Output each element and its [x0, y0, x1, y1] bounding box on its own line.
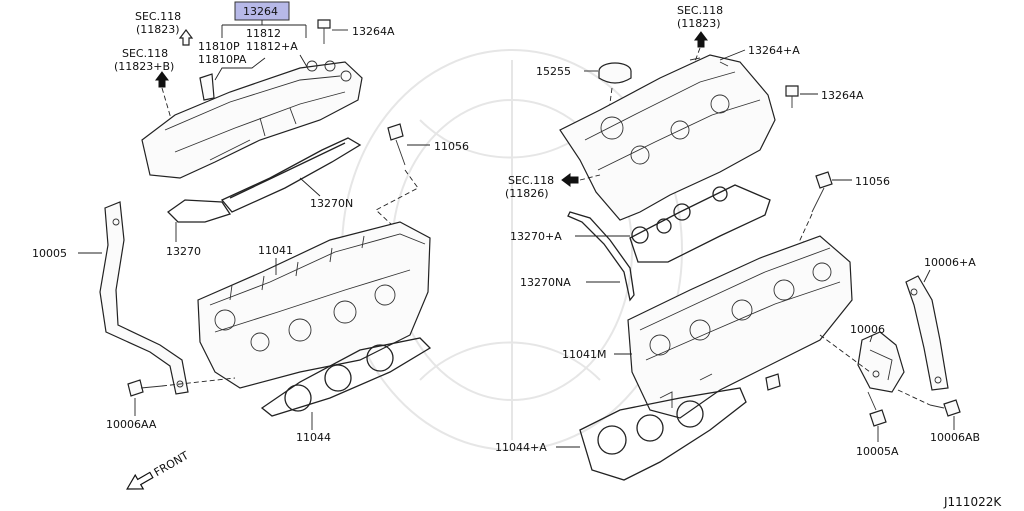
bolt-10005a[interactable] [867, 391, 887, 427]
bolt-10006ab[interactable] [929, 399, 961, 417]
leader-10006pa [923, 269, 931, 283]
label-13270n[interactable]: 13270N [310, 197, 353, 210]
leader-10006 [869, 335, 873, 343]
sec-11823-top-right[interactable]: (11823) [677, 17, 721, 30]
gasket-13270[interactable] [166, 199, 232, 223]
arrow-up-icon [178, 29, 194, 46]
label-15255[interactable]: 15255 [536, 65, 571, 78]
watermark-emblem [341, 49, 683, 451]
label-11056-right[interactable]: 11056 [855, 175, 890, 188]
label-13270[interactable]: 13270 [166, 245, 201, 258]
leader-11826 [579, 174, 601, 181]
label-10005a[interactable]: 10005A [856, 445, 899, 458]
sec-11823-top-left[interactable]: (11823) [136, 23, 180, 36]
leader-10006aa-dash [161, 377, 236, 387]
sec-11826[interactable]: (11826) [505, 187, 549, 200]
part-13264-group[interactable]: 13264 [234, 1, 290, 21]
front-arrow-icon [126, 471, 154, 490]
sec-11823b[interactable]: (11823+B) [114, 60, 174, 73]
gasket-11044pa[interactable] [579, 387, 747, 481]
gasket-11044[interactable] [260, 337, 432, 417]
leader-11823-right [693, 47, 701, 65]
label-10006ab[interactable]: 10006AB [930, 431, 980, 444]
gasket-13270pa[interactable] [629, 184, 771, 263]
label-11041m[interactable]: 11041M [562, 348, 606, 361]
bolt-13264a-right[interactable] [785, 85, 799, 108]
sec-118-top-right[interactable]: SEC.118 [677, 4, 723, 17]
bracket-10005[interactable] [99, 201, 189, 395]
leader-13264 [221, 20, 307, 38]
label-10005[interactable]: 10005 [32, 247, 67, 260]
oil-filler-cap-15255[interactable] [598, 62, 632, 84]
gasket-13270n[interactable] [220, 137, 362, 213]
leader-11056-left-dash [375, 169, 419, 226]
gasket-13270na[interactable] [567, 211, 635, 302]
label-11812-left[interactable]: 11812 [246, 27, 281, 40]
front-indicator: FRONT [126, 449, 191, 490]
label-13264a-right[interactable]: 13264A [821, 89, 864, 102]
label-11810p[interactable]: 11810P [198, 40, 240, 53]
label-10006[interactable]: 10006 [850, 323, 885, 336]
arrow-left-icon [561, 173, 579, 187]
bolt-10006aa[interactable] [127, 379, 163, 397]
arrow-up-icon [694, 31, 708, 48]
label-13270na[interactable]: 13270NA [520, 276, 571, 289]
label-front: FRONT [152, 449, 191, 479]
sec-118-top-left[interactable]: SEC.118 [135, 10, 181, 23]
bolt-13264a-left[interactable] [317, 19, 331, 44]
leader-11823b [161, 87, 173, 123]
label-11044[interactable]: 11044 [296, 431, 331, 444]
label-13264a-left[interactable]: 13264A [352, 25, 395, 38]
diagram-code: J111022K [943, 495, 1002, 509]
bracket-10006pa[interactable] [905, 275, 949, 391]
leader-13270n [299, 177, 321, 197]
label-11812a-left[interactable]: 11812+A [246, 40, 298, 53]
bolt-11056-right[interactable] [811, 171, 833, 213]
label-10006aa[interactable]: 10006AA [106, 418, 157, 431]
label-11810pa[interactable]: 11810PA [198, 53, 247, 66]
label-13264[interactable]: 13264 [243, 5, 278, 18]
label-11044pa[interactable]: 11044+A [495, 441, 547, 454]
label-11056-left[interactable]: 11056 [434, 140, 469, 153]
cylinder-head-11041[interactable] [197, 221, 431, 389]
bracket-10006[interactable] [857, 331, 905, 393]
bolt-11056-left[interactable] [387, 123, 406, 166]
sec-118-mid-right[interactable]: SEC.118 [508, 174, 554, 187]
label-11041[interactable]: 11041 [258, 244, 293, 257]
rocker-cover-right[interactable] [559, 54, 776, 221]
label-10006pa[interactable]: 10006+A [924, 256, 976, 269]
rocker-cover-left[interactable] [141, 60, 363, 179]
label-13264pa[interactable]: 13264+A [748, 44, 800, 57]
leader-13264pa [719, 49, 746, 61]
label-13270pa[interactable]: 13270+A [510, 230, 562, 243]
sec-118-mid-left[interactable]: SEC.118 [122, 47, 168, 60]
arrow-up-icon [155, 71, 169, 88]
cylinder-head-11041m[interactable] [627, 235, 853, 419]
plug-right[interactable] [765, 373, 781, 391]
leader-10006-dash [819, 334, 931, 406]
